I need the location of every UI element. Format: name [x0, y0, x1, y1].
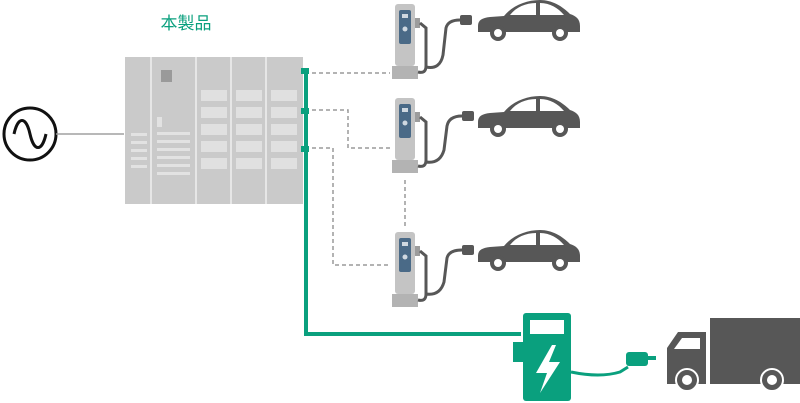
car-icon	[478, 0, 580, 41]
green-charger-icon	[513, 313, 656, 401]
plug-icon	[460, 15, 474, 255]
charging-cables	[425, 18, 463, 296]
ev-charger-icon	[390, 230, 428, 309]
product-label: 本製品	[161, 14, 212, 34]
ev-charger-icon	[390, 96, 428, 175]
green-power-line	[304, 70, 521, 336]
ev-charger-icon	[390, 2, 428, 81]
green-connectors	[301, 68, 309, 152]
truck-icon	[667, 318, 800, 392]
lightning-icon	[536, 345, 560, 393]
ac-sine-icon	[2, 106, 58, 162]
plug-icon	[626, 352, 648, 366]
dashed-links	[305, 72, 406, 266]
power-cabinet-icon	[125, 57, 303, 204]
car-icon	[478, 96, 580, 137]
car-icon	[478, 230, 580, 271]
